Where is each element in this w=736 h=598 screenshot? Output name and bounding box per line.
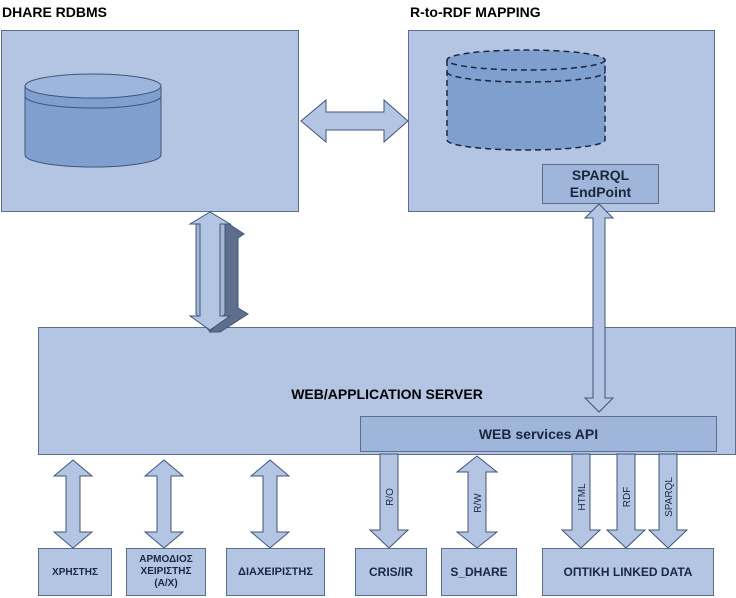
cris-arrow bbox=[368, 453, 410, 549]
api-bar: WEB services API bbox=[360, 416, 717, 452]
sparql-endpoint-line1: SPARQL bbox=[571, 167, 630, 183]
cris-arrow-label: R/O bbox=[385, 488, 396, 506]
server-label: WEB/APPLICATION SERVER bbox=[291, 386, 483, 402]
officer-line1: ΑΡΜΟΔΙΟΣ bbox=[139, 554, 193, 565]
sparql-endpoint-box: SPARQL EndPoint bbox=[542, 164, 659, 204]
sparql-arrow bbox=[647, 453, 689, 549]
rdbms-title: DHARE RDBMS bbox=[2, 4, 107, 20]
user-arrow bbox=[52, 459, 94, 549]
rdbms-mapping-arrow bbox=[300, 98, 409, 144]
sdhare-box: S_DHARE bbox=[441, 548, 517, 596]
rdf-arrow-label: RDF bbox=[622, 487, 633, 508]
html-arrow bbox=[560, 453, 602, 549]
mapping-title: R-to-RDF MAPPING bbox=[410, 4, 541, 20]
linked-data-box: ΟΠΤΙΚΗ LINKED DATA bbox=[542, 548, 714, 596]
sparql-api-arrow bbox=[583, 203, 615, 413]
admin-box: ΔΙΑΧΕΙΡΙΣΤΗΣ bbox=[226, 548, 325, 596]
rdbms-server-arrow bbox=[188, 211, 249, 333]
sparql-arrow-label: SPARQL bbox=[664, 477, 675, 517]
mapping-database-icon bbox=[446, 49, 606, 151]
sdhare-arrow-label: R/W bbox=[473, 493, 484, 513]
admin-arrow bbox=[249, 459, 291, 549]
sparql-endpoint-line2: EndPoint bbox=[569, 184, 632, 200]
officer-arrow bbox=[143, 459, 185, 549]
html-arrow-label: HTML bbox=[577, 483, 588, 511]
rdf-arrow bbox=[605, 453, 647, 549]
officer-line2: ΧΕΙΡΙΣΤΗΣ bbox=[140, 566, 192, 577]
officer-line3: (Α/Χ) bbox=[154, 578, 178, 589]
officer-box: ΑΡΜΟΔΙΟΣ ΧΕΙΡΙΣΤΗΣ (Α/Χ) bbox=[126, 548, 206, 596]
cris-box: CRIS/IR bbox=[355, 548, 427, 596]
rdbms-database-icon bbox=[24, 73, 162, 168]
user-box: ΧΡΗΣΤΗΣ bbox=[38, 548, 112, 596]
